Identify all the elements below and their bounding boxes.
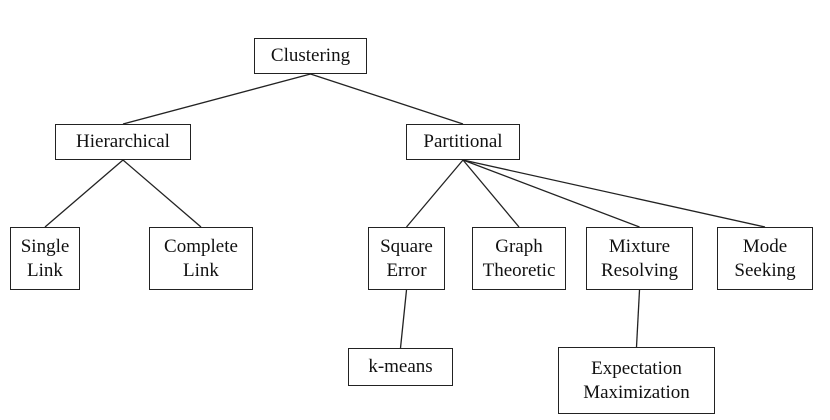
edge-partitional-to-mixture-resolving: [462, 159, 640, 228]
node-graph-theoretic-line1: Graph: [495, 235, 543, 257]
edge-clustering-to-partitional: [310, 73, 464, 125]
node-mode-seeking-line1: Mode: [742, 235, 788, 257]
node-k-means-label: k-means: [368, 356, 433, 377]
node-square-error: Square Error: [368, 227, 445, 290]
edge-partitional-to-graph-theoretic: [462, 159, 520, 228]
node-mixture-resolving: Mixture Resolving: [586, 227, 693, 290]
node-complete-link-line2: Link: [183, 259, 219, 281]
node-partitional: Partitional: [406, 124, 520, 160]
node-clustering: Clustering: [254, 38, 367, 74]
edge-partitional-to-square-error: [406, 159, 464, 228]
edge-mixture-resolving-to-expectation-maximization: [635, 289, 641, 348]
node-mode-seeking-line2: Seeking: [734, 259, 796, 281]
edge-hierarchical-to-single-link: [44, 159, 124, 228]
node-hierarchical-label: Hierarchical: [76, 131, 170, 152]
node-complete-link: Complete Link: [149, 227, 253, 290]
node-expectation-maximization-line2: Maximization: [583, 381, 690, 403]
edge-square-error-to-k-means: [399, 289, 408, 349]
node-hierarchical: Hierarchical: [55, 124, 191, 160]
node-expectation-maximization-line1: Expectation: [591, 357, 682, 379]
node-graph-theoretic-line2: Theoretic: [482, 259, 556, 281]
node-single-link-line1: Single: [20, 235, 70, 257]
node-clustering-label: Clustering: [270, 45, 351, 66]
edge-hierarchical-to-complete-link: [122, 159, 202, 228]
node-graph-theoretic: Graph Theoretic: [472, 227, 566, 290]
node-complete-link-line1: Complete: [164, 235, 238, 257]
node-k-means: k-means: [348, 348, 453, 386]
node-square-error-line1: Square: [380, 235, 433, 257]
node-partitional-label: Partitional: [423, 131, 503, 152]
edge-clustering-to-hierarchical: [122, 73, 311, 125]
node-mode-seeking: Mode Seeking: [717, 227, 813, 290]
node-mixture-resolving-line1: Mixture: [608, 235, 671, 257]
node-square-error-line2: Error: [386, 259, 427, 281]
edge-partitional-to-mode-seeking: [462, 159, 766, 228]
node-single-link-line2: Link: [27, 259, 63, 281]
node-single-link: Single Link: [10, 227, 80, 290]
node-expectation-maximization: Expectation Maximization: [558, 347, 715, 414]
node-mixture-resolving-line2: Resolving: [600, 259, 679, 281]
